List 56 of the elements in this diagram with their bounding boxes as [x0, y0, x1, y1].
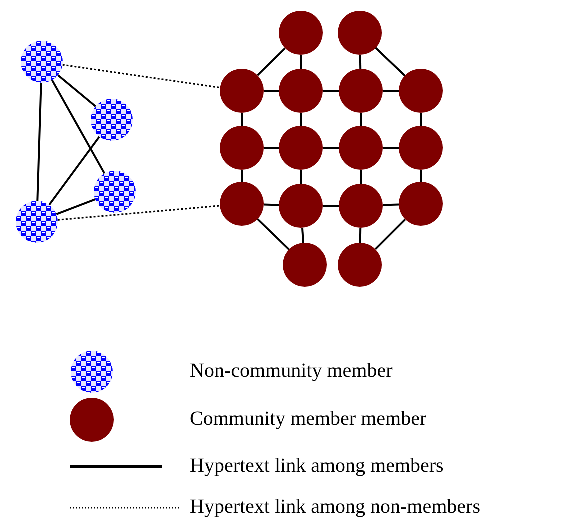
link-line [420, 170, 422, 182]
link-line [48, 136, 100, 206]
member-node-circle [220, 126, 264, 170]
link-line [359, 228, 362, 244]
link-line [257, 218, 290, 250]
member-node-circle [399, 69, 443, 113]
member-node-circle [338, 243, 382, 287]
legend-text: Non-community member [190, 359, 393, 383]
link-line [360, 170, 362, 184]
non-member-node-circle [91, 99, 133, 141]
link-line [300, 113, 302, 126]
non-member-node-circle [94, 171, 136, 213]
link-line [256, 48, 286, 76]
member-node-circle [339, 126, 383, 170]
link-line [323, 147, 339, 149]
link-line [241, 113, 243, 126]
link-line [51, 80, 106, 174]
link-line [374, 218, 406, 250]
member-node-circle [279, 184, 323, 228]
member-node-circle [399, 182, 443, 226]
member-node-circle [338, 11, 382, 55]
member-node-circle [220, 182, 264, 226]
link-line [264, 147, 279, 149]
non-member-node-circle [21, 41, 63, 83]
link-line [383, 90, 399, 92]
dotted-link-line [58, 205, 220, 221]
link-line [58, 74, 96, 108]
link-line [264, 204, 280, 206]
link-line [375, 47, 406, 77]
link-line [420, 113, 422, 126]
link-line [302, 228, 304, 244]
link-line [241, 170, 243, 182]
non-member-node-circle [16, 201, 58, 243]
link-line [360, 113, 362, 126]
member-node-circle [283, 243, 327, 287]
member-node-circle [279, 126, 323, 170]
legend-text: Hypertext link among members [190, 454, 444, 478]
member-node-circle [339, 69, 383, 113]
link-line [300, 55, 302, 69]
link-line [359, 54, 362, 70]
member-node-circle [279, 69, 323, 113]
link-line [323, 90, 339, 92]
link-line [383, 147, 399, 149]
member-node-circle [339, 184, 383, 228]
legend-text: Community member member [190, 407, 427, 431]
link-line [323, 205, 339, 207]
link-line [300, 170, 302, 184]
dotted-link-line [62, 64, 220, 89]
member-node-circle [220, 69, 264, 113]
link-line [264, 90, 279, 92]
member-node-circle [399, 126, 443, 170]
link-line [56, 198, 96, 216]
legend-text: Hypertext link among non-members [190, 495, 480, 519]
member-node-circle [279, 11, 323, 55]
link-line [36, 82, 42, 202]
link-line [382, 204, 400, 206]
